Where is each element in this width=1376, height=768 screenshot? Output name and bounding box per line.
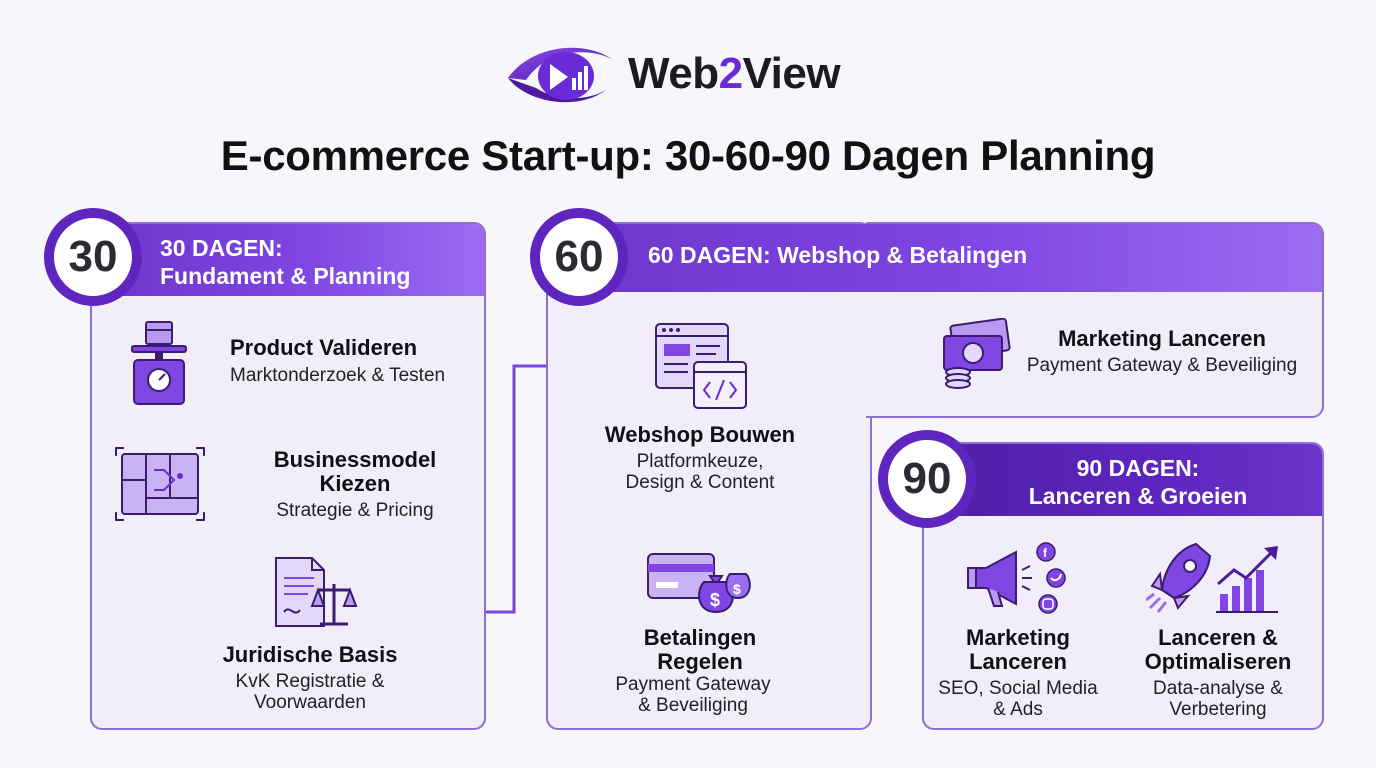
browser-code-icon (655, 323, 747, 409)
step-marketing-lanceren-60-subtitle: Payment Gateway & Beveiliging (1026, 355, 1298, 376)
step-betalingen-regelen-subtitle: Payment Gateway & Beveiliging (615, 674, 771, 716)
brand-logo: Web2View (506, 40, 841, 108)
step-marketing-lanceren-90-title: Marketing Lanceren (966, 625, 1070, 674)
document-law-icon (275, 557, 358, 627)
step-product-valideren-subtitle: Marktonderzoek & Testen (230, 365, 446, 386)
page-title: E-commerce Start-up: 30-60-90 Dagen Plan… (220, 132, 1156, 179)
card-moneybag-icon: $ $ (647, 553, 751, 614)
step-juridische-basis-title: Juridische Basis (222, 642, 398, 667)
brand-name: Web2View (628, 49, 841, 98)
step-lanceren-optimaliseren-subtitle: Data-analyse & Verbetering (1153, 678, 1283, 720)
phase-30-header: 30 DAGEN: Fundament & Planning (92, 224, 484, 296)
megaphone-social-icon: f (967, 542, 1066, 614)
phase-60-header: 60 DAGEN: Webshop & Betalingen (548, 224, 1322, 292)
phase-60-panel (546, 222, 872, 730)
flowchart-icon (115, 447, 205, 521)
phase-30-panel: 30 DAGEN: Fundament & Planning (90, 222, 486, 730)
step-product-valideren-title: Product Valideren (230, 335, 418, 360)
phase-60-badge: 60 (530, 208, 628, 306)
step-marketing-lanceren-90-subtitle: SEO, Social Media & Ads (938, 678, 1098, 720)
step-lanceren-optimaliseren-title: Lanceren & Optimaliseren (1144, 625, 1292, 674)
phase-90-header: 90 DAGEN: Lanceren & Groeien (924, 444, 1322, 516)
svg-text:$: $ (733, 581, 741, 597)
eye-play-logo-icon (508, 47, 616, 103)
scale-box-icon (131, 321, 187, 405)
phase-90-badge: 90 (878, 430, 976, 528)
phase-30-badge: 30 (44, 208, 142, 306)
step-webshop-bouwen-title: Webshop Bouwen (604, 422, 796, 447)
svg-text:f: f (1043, 546, 1048, 560)
step-businessmodel-title: Businessmodel Kiezen (273, 447, 437, 496)
step-webshop-bouwen-subtitle: Platformkeuze, Design & Content (625, 451, 775, 493)
step-marketing-lanceren-60-title: Marketing Lanceren (1058, 326, 1266, 351)
step-juridische-basis-subtitle: KvK Registratie & Voorwaarden (235, 671, 385, 713)
rocket-growth-icon (1146, 542, 1278, 613)
cash-coins-icon (943, 318, 1011, 389)
step-businessmodel-subtitle: Strategie & Pricing (276, 500, 434, 521)
svg-text:$: $ (710, 590, 720, 610)
step-betalingen-regelen-title: Betalingen Regelen (643, 625, 757, 674)
